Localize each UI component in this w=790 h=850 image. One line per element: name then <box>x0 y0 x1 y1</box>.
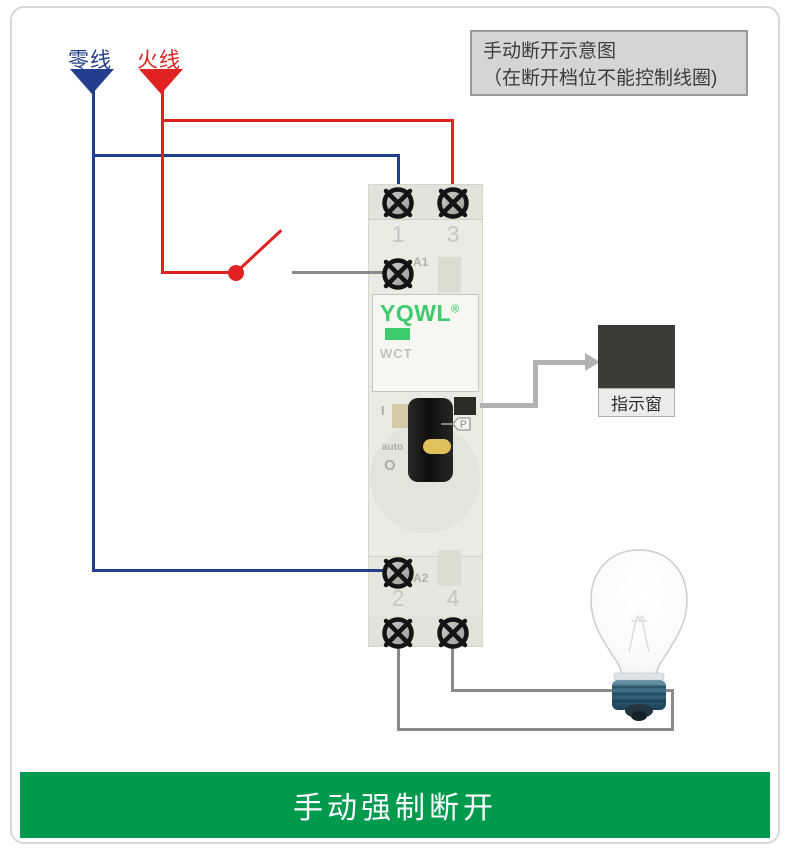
neutral-wire-to-terminal1 <box>397 154 400 198</box>
switch-off-label: O <box>384 457 396 474</box>
card-border <box>10 6 780 844</box>
bulb-wire-from-terminal2 <box>397 645 400 731</box>
info-box-line1: 手动断开示意图 <box>483 41 617 62</box>
indicator-window-box <box>598 325 675 388</box>
indicator-arrow-segment3 <box>533 360 586 365</box>
live-wire-to-switch <box>161 271 236 274</box>
coil-a2-label: A2 <box>413 571 429 585</box>
a2-slot <box>438 550 461 586</box>
live-wire-label: 火线 <box>137 49 181 72</box>
brand-logo: YQWL® <box>380 300 460 326</box>
neutral-wire-to-a2 <box>92 569 398 572</box>
coil-a1-label: A1 <box>413 255 429 269</box>
terminal-2-label: 2 <box>391 585 405 611</box>
bulb-wire-right-vertical <box>671 690 674 731</box>
terminal-2-screw-icon[interactable] <box>378 613 418 653</box>
light-bulb-icon <box>590 549 688 721</box>
live-terminal-icon <box>139 69 183 94</box>
indicator-arrowhead-icon <box>585 353 600 371</box>
indicator-window-label-text: 指示窗 <box>611 395 662 414</box>
a1-slot <box>438 257 461 293</box>
brand-panel: YQWL® WCT <box>372 294 479 392</box>
indicator-arrow-segment1 <box>480 403 538 408</box>
neutral-terminal-icon <box>70 69 114 94</box>
neutral-wire-label: 零线 <box>68 49 112 72</box>
switch-on-label: I <box>381 403 385 418</box>
bulb-wire-upper-horizontal <box>451 689 674 692</box>
terminal-1-screw-icon[interactable] <box>378 183 418 223</box>
device-indicator-window <box>454 397 476 415</box>
indicator-arrow-segment2 <box>533 360 538 408</box>
terminal-1-label: 1 <box>391 221 405 247</box>
coil-a1-screw-icon[interactable] <box>378 254 418 294</box>
neutral-wire-vertical <box>92 90 95 571</box>
live-wire-to-terminal3 <box>451 119 454 198</box>
p-flag-letter: P <box>460 420 467 431</box>
terminal-3-screw-icon[interactable] <box>433 183 473 223</box>
banner-text: 手动强制断开 <box>293 792 497 825</box>
p-flag-icon: P <box>441 417 471 431</box>
info-box: 手动断开示意图 （在断开档位不能控制线圈) <box>470 30 748 96</box>
neutral-wire-branch-horizontal <box>92 154 400 157</box>
bulb-wire-bottom-horizontal <box>397 728 674 731</box>
bottom-banner: 手动强制断开 <box>20 772 770 838</box>
brand-row: YQWL® <box>380 300 478 345</box>
bulb-wire-from-terminal4 <box>451 645 454 692</box>
terminal-4-screw-icon[interactable] <box>433 613 473 653</box>
coil-a2-screw-icon[interactable] <box>378 553 418 593</box>
model-label: WCT <box>380 346 413 361</box>
switch-to-a1-wire <box>292 271 386 274</box>
indicator-window-label: 指示窗 <box>598 388 675 417</box>
live-wire-branch-horizontal <box>161 119 454 122</box>
registered-mark: ® <box>451 303 460 316</box>
brand-green-rect-icon <box>385 328 410 340</box>
switch-knob-pointer <box>423 439 451 454</box>
switch-auto-label: auto <box>382 442 404 453</box>
terminal-3-label: 3 <box>446 221 460 247</box>
info-box-line2: （在断开档位不能控制线圈) <box>483 67 718 89</box>
live-wire-vertical <box>161 90 164 274</box>
brand-text: YQWL <box>380 300 451 326</box>
terminal-4-label: 4 <box>446 585 460 611</box>
